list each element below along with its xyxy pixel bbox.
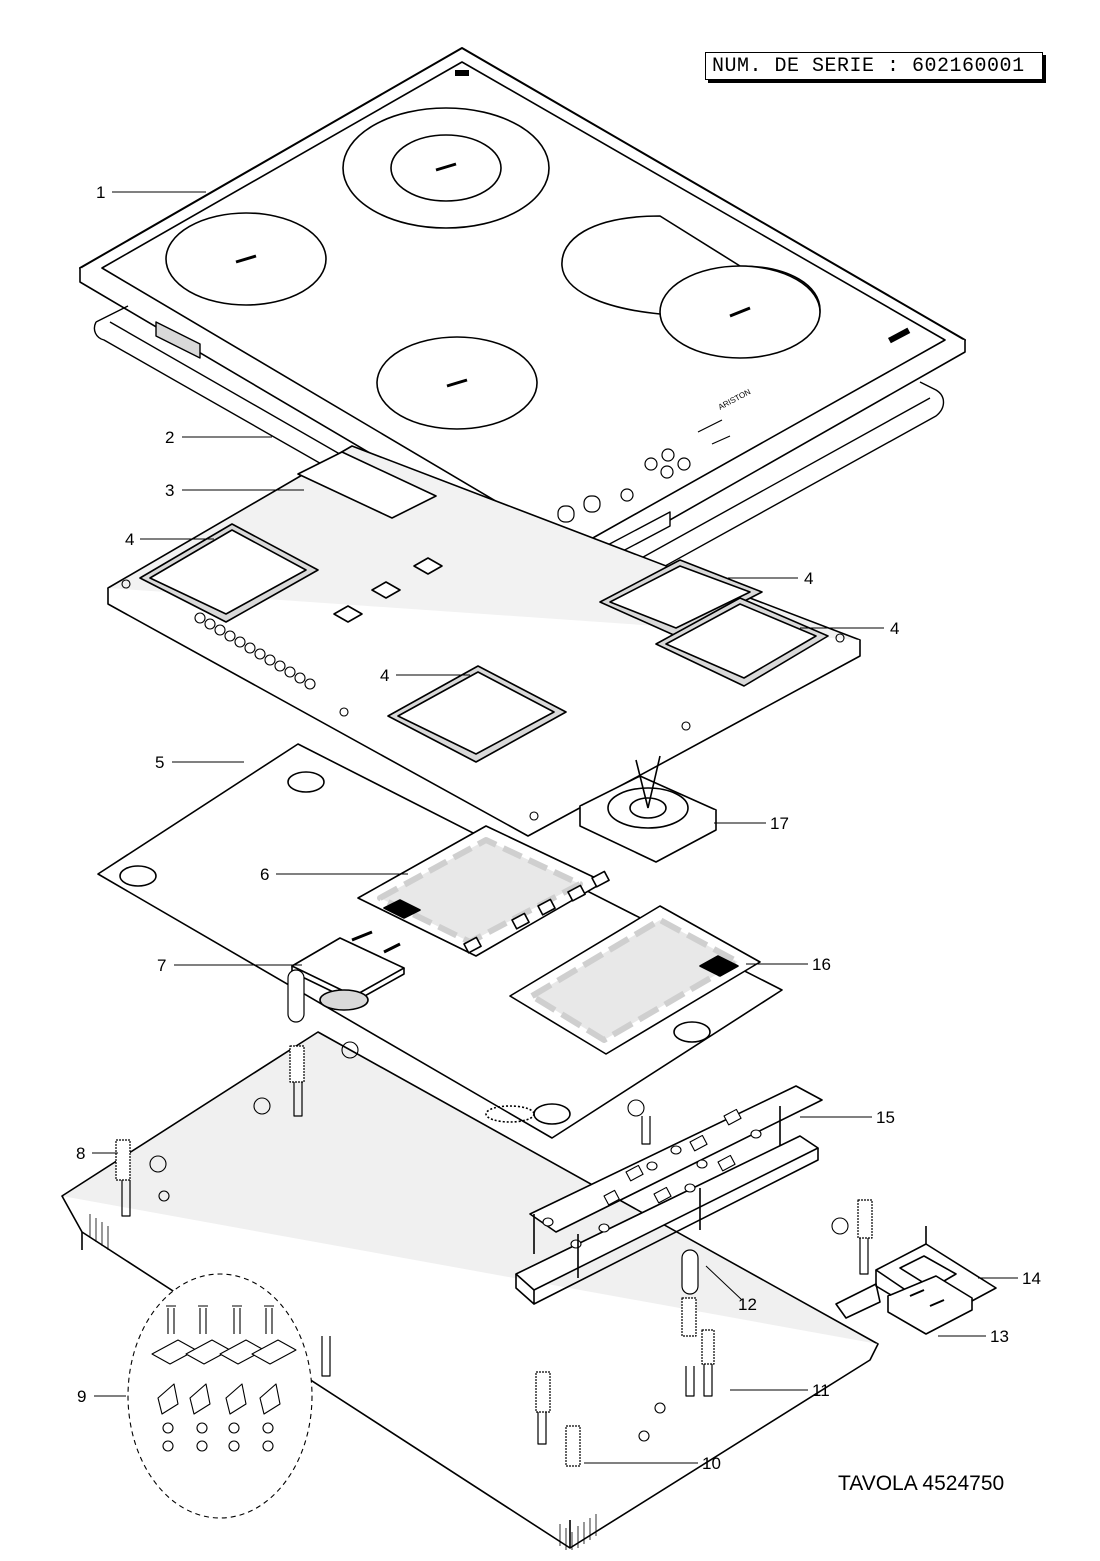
serial-number-box: NUM. DE SERIE : 602160001 — [705, 52, 1043, 80]
badge-right — [887, 327, 911, 344]
callout-8: 8 — [76, 1144, 85, 1163]
callout-17: 17 — [770, 814, 789, 833]
callout-4-a: 4 — [125, 530, 134, 549]
callout-3: 3 — [165, 481, 174, 500]
speaker-grille — [485, 1105, 535, 1123]
springs-and-pins — [115, 969, 873, 1467]
callout-4-c: 4 — [890, 619, 899, 638]
terminal-block — [887, 1275, 973, 1335]
callout-2: 2 — [165, 428, 174, 447]
touch-controls — [557, 419, 731, 523]
callout-numbers: 1 2 3 4 4 4 4 5 6 7 8 9 10 11 12 13 14 1… — [76, 183, 1041, 1473]
casing-holes — [149, 1041, 849, 1442]
callout-6: 6 — [260, 865, 269, 884]
kit-brackets — [157, 1383, 281, 1415]
induction-coil-center — [387, 665, 567, 763]
callout-11: 11 — [812, 1381, 830, 1400]
glass-top: ARISTON — [79, 47, 966, 575]
power-board — [357, 825, 610, 957]
induction-coil-left — [139, 523, 319, 623]
cooking-zone-front — [376, 336, 538, 430]
callout-12: 12 — [738, 1295, 757, 1314]
fixing-kit — [127, 1273, 313, 1519]
callout-10: 10 — [702, 1454, 721, 1473]
callout-14: 14 — [1022, 1269, 1041, 1288]
spring-upper-left — [287, 969, 305, 1117]
sensor-pads — [333, 557, 443, 623]
callout-9: 9 — [77, 1387, 86, 1406]
badge-top — [455, 70, 469, 76]
callout-5: 5 — [155, 753, 164, 772]
kit-screws — [166, 1305, 274, 1334]
leader-lines — [92, 191, 1018, 1464]
callout-16: 16 — [812, 955, 831, 974]
callout-4-b: 4 — [804, 569, 813, 588]
support-bracket — [515, 1135, 819, 1305]
pin-rear — [641, 1116, 651, 1145]
vent-holes — [121, 579, 845, 821]
cooking-zone-left — [165, 212, 327, 306]
control-module — [291, 930, 405, 1011]
spring-10 — [535, 1371, 581, 1467]
cooking-zone-oval-right — [561, 215, 821, 359]
interface-board — [529, 1085, 823, 1278]
casing-cutout — [835, 1283, 881, 1319]
kit-clamps — [151, 1339, 297, 1365]
callout-4-d: 4 — [380, 666, 389, 685]
spring-front-pair — [681, 1249, 715, 1397]
bottom-casing — [61, 1031, 881, 1550]
serial-number: 602160001 — [912, 55, 1025, 78]
spring-8 — [115, 1139, 131, 1217]
cooling-fan — [579, 755, 717, 863]
induction-coil-right-upper — [599, 559, 763, 637]
plate-reference: TAVOLA 4524750 — [838, 1472, 1005, 1495]
kit-feet — [162, 1422, 274, 1452]
serial-prefix: NUM. DE SERIE : — [712, 55, 900, 78]
spring-right — [857, 1199, 873, 1275]
callout-1: 1 — [96, 183, 105, 202]
cooking-zone-large-rear — [342, 107, 550, 229]
callout-15: 15 — [876, 1108, 895, 1127]
coil-support-plate — [107, 445, 861, 837]
inverter-board — [509, 905, 761, 1055]
callout-7: 7 — [157, 956, 166, 975]
callout-13: 13 — [990, 1327, 1009, 1346]
induction-coil-right-lower — [655, 597, 829, 687]
pin-center — [321, 1336, 331, 1377]
